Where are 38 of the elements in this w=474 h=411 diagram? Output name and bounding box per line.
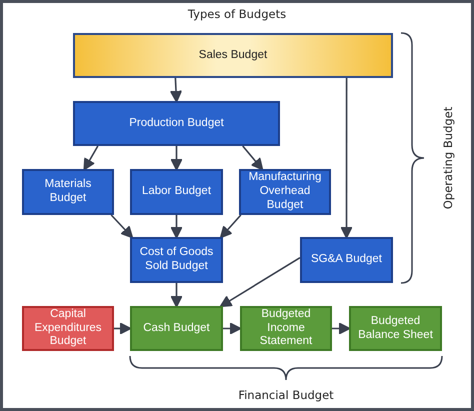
node-label: SG&A Budget — [311, 253, 382, 267]
bracket-label: Financial Budget — [238, 388, 334, 402]
process-box — [130, 237, 223, 283]
arrow — [170, 78, 182, 103]
process-box — [22, 306, 114, 351]
node-label: Production Budget — [129, 116, 224, 130]
arrow — [220, 214, 242, 238]
node-label: Labor Budget — [142, 185, 212, 199]
process-box — [240, 306, 332, 351]
node-label: Manufacturing Overhead Budget — [248, 171, 322, 213]
sales-box — [73, 33, 393, 78]
process-box — [349, 306, 442, 351]
process-box — [130, 306, 223, 351]
node-label: Capital Expenditures Budget — [33, 308, 103, 350]
node-label: Budgeted Income Statement — [258, 308, 314, 350]
arrow — [114, 322, 132, 335]
arrow — [170, 283, 183, 308]
process-box — [300, 237, 393, 283]
arrow — [332, 322, 351, 335]
process-box — [73, 101, 280, 146]
arrow — [83, 146, 99, 171]
process-box — [239, 169, 331, 215]
node-label: Materials Budget — [44, 178, 92, 206]
node-label: Sales Budget — [198, 48, 268, 62]
node-label: Budgeted Balance Sheet — [357, 314, 434, 342]
arrow — [170, 215, 183, 239]
diagram-title: Types of Budgets — [186, 7, 288, 21]
arrow — [220, 257, 300, 308]
node-label: Cash Budget — [143, 322, 210, 336]
node-label: Cost of Goods Sold Budget — [138, 246, 214, 274]
process-box — [22, 169, 114, 215]
arrow — [242, 145, 264, 170]
arrow — [340, 78, 353, 239]
arrow — [110, 214, 134, 238]
process-box — [130, 169, 223, 215]
arrow — [223, 322, 242, 335]
bracket-label: Operating Budget — [441, 106, 455, 210]
arrow — [170, 146, 183, 171]
